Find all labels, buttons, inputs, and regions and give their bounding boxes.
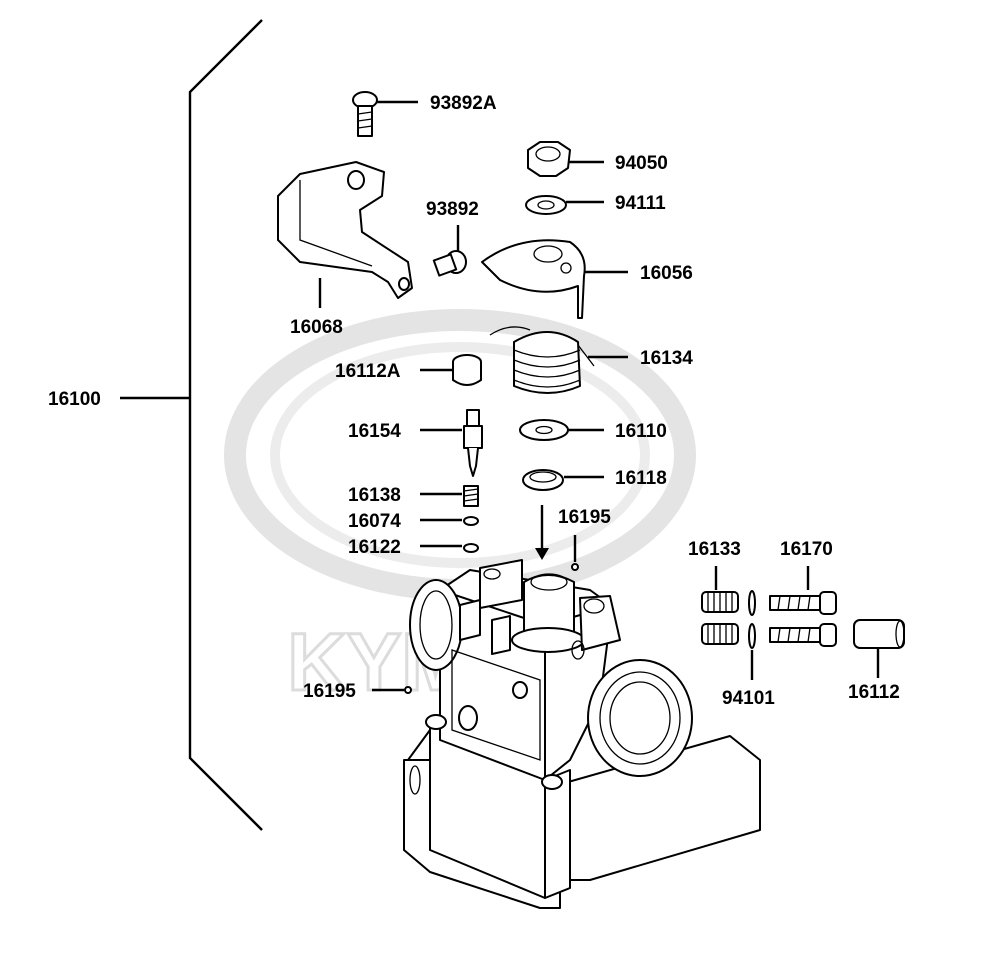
washer-16110 bbox=[519, 419, 569, 441]
label-93892: 93892 bbox=[426, 199, 479, 220]
screw-93892 bbox=[432, 250, 467, 277]
assembly-bracket bbox=[120, 19, 263, 831]
screw-93892A bbox=[352, 91, 378, 137]
washer-94111 bbox=[525, 195, 567, 215]
label-16122: 16122 bbox=[348, 537, 401, 558]
label-94050: 94050 bbox=[615, 153, 668, 174]
label-16138: 16138 bbox=[348, 485, 401, 506]
label-16134: 16134 bbox=[640, 348, 693, 369]
label-16056: 16056 bbox=[640, 263, 693, 284]
seal-16118 bbox=[522, 469, 564, 491]
label-16110: 16110 bbox=[615, 421, 667, 442]
throttle-body bbox=[403, 559, 761, 909]
label-93892A: 93892A bbox=[430, 93, 497, 114]
cam-plate-16056 bbox=[481, 239, 586, 319]
nut-94050 bbox=[527, 141, 571, 177]
label-16118: 16118 bbox=[615, 468, 667, 489]
ring-16122 bbox=[463, 543, 479, 553]
bracket-16068 bbox=[277, 161, 413, 299]
part-labels: 16100 93892A 16068 93892 94050 94111 160… bbox=[48, 93, 900, 709]
label-16195-top: 16195 bbox=[558, 507, 611, 528]
screws-16170 bbox=[769, 591, 837, 647]
label-16074: 16074 bbox=[348, 511, 401, 532]
springs-16133 bbox=[701, 591, 739, 645]
label-94111: 94111 bbox=[615, 193, 666, 214]
label-94101: 94101 bbox=[722, 688, 775, 709]
spring-16138 bbox=[463, 485, 479, 507]
needle-16154 bbox=[463, 409, 483, 477]
orings-94101 bbox=[748, 590, 756, 649]
label-16170: 16170 bbox=[780, 539, 833, 560]
label-16195-left: 16195 bbox=[303, 681, 356, 702]
label-16133: 16133 bbox=[688, 539, 741, 560]
spring-16134 bbox=[489, 326, 595, 394]
label-16112: 16112 bbox=[848, 682, 900, 703]
label-16100: 16100 bbox=[48, 389, 101, 410]
ring-16074 bbox=[463, 516, 479, 526]
dot-16195-left bbox=[404, 686, 412, 694]
label-16154: 16154 bbox=[348, 421, 401, 442]
dot-16195-top bbox=[571, 563, 579, 571]
cap-16112A bbox=[452, 354, 482, 386]
label-16068: 16068 bbox=[290, 317, 343, 338]
label-16112A: 16112A bbox=[335, 361, 401, 382]
cap-16112 bbox=[853, 619, 905, 649]
leader-lines bbox=[318, 100, 880, 692]
